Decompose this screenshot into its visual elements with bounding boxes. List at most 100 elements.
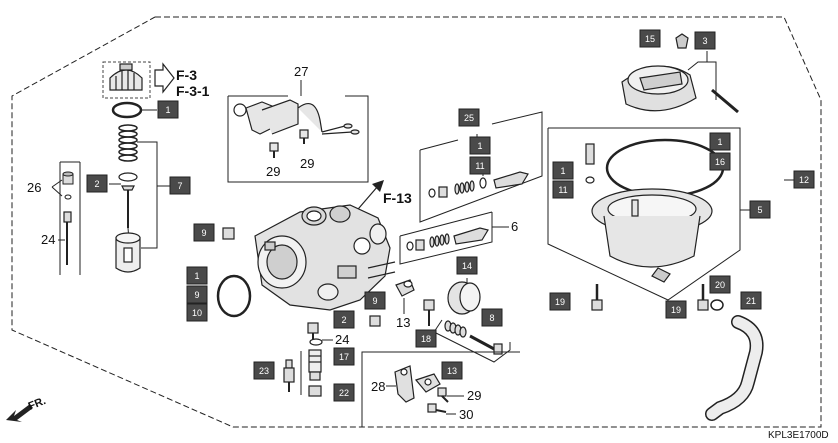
drain-part [283,359,295,392]
label-26: 26 [27,180,41,195]
callout-box-b1_jet [469,136,491,155]
front-label: FR. [27,395,48,413]
callout-box-b16 [709,152,731,171]
callout-box-b17 [333,347,355,366]
label-13: 13 [396,315,410,330]
callout-label-b12: 12 [799,175,809,185]
bracket-part [394,365,449,413]
callout-box-b20 [709,275,731,294]
callout-label-b18: 18 [421,334,431,344]
callout-label-b5: 5 [757,205,762,215]
float-valve-part [307,322,323,397]
cap-part [109,63,143,91]
callout-label-b13: 13 [447,366,457,376]
screw-19-right-part [697,284,709,311]
callout-box-b22 [333,383,355,402]
bowl-screw-part [585,143,595,184]
ref-f13: F-13 [383,190,412,206]
callout-box-b19_right [665,300,687,319]
callout-label-b1_top: 1 [165,105,170,115]
choke-cover-part [621,33,739,114]
callout-label-b2_mid: 2 [341,315,346,325]
label-24-left: 24 [41,232,55,247]
wire-harness-box [227,95,369,183]
callout-label-b25: 25 [464,113,474,123]
callout-box-b9_left [193,223,215,242]
float-bowl-box [547,127,741,301]
float-bowl-part [591,188,713,283]
callout-box-b9_right [364,291,386,310]
callout-box-b23 [253,361,275,380]
outer-boundary [11,16,822,428]
callout-box-b1_top [157,100,179,119]
label-29-c: 29 [467,388,481,403]
throttle-stop-part [395,279,415,297]
label-29-b: 29 [300,156,314,171]
callout-box-b7 [169,176,191,195]
screw-18-part [423,299,435,326]
callout-label-b20: 20 [715,280,725,290]
callout-box-b9_body [186,285,208,304]
callout-box-b14 [456,256,478,275]
callout-box-b2_mid [333,310,355,329]
callout-box-b19_left [549,292,571,311]
callout-label-b1_body: 1 [194,271,199,281]
callout-box-b11_bowl [552,180,574,199]
screw-26-part [62,171,74,200]
ref-f31: F-3-1 [176,83,210,99]
gasket-part [216,274,252,318]
callout-box-b8 [481,308,503,327]
callout-label-b9_right: 9 [372,296,377,306]
callout-label-b9_body: 9 [194,290,199,300]
nut-part [222,227,381,327]
callout-label-b15: 15 [645,34,655,44]
pilot-kit-part [406,227,489,251]
callout-box-b11_jet [469,156,491,175]
callout-box-b21 [740,291,762,310]
callout-label-b2_left: 2 [94,179,99,189]
callout-label-b17: 17 [339,352,349,362]
clip-part [710,299,724,311]
label-27: 27 [294,64,308,79]
label-28: 28 [371,379,385,394]
callout-label-b1_gasket: 1 [717,137,722,147]
callout-label-b7: 7 [177,181,182,191]
spring-part [118,124,138,162]
callout-box-b1_body [186,266,208,285]
callout-box-b13 [441,361,463,380]
bracket-box [361,351,520,427]
label-24-mid: 24 [335,332,349,347]
callout-box-b15 [639,29,661,48]
callout-box-b25 [458,108,480,127]
callout-box-b1_bowl [552,161,574,180]
callout-label-b1_jet: 1 [477,141,482,151]
front-arrow-icon [6,404,33,422]
pilot-screw-part [63,211,72,265]
callout-label-b16: 16 [715,157,725,167]
jet-kit-box [419,111,543,223]
washer-part [111,101,143,119]
callout-label-b19_left: 19 [555,297,565,307]
callout-box-b10 [186,303,208,322]
callout-box-b1_gasket [709,132,731,151]
callout-box-b2_left [86,174,108,193]
label-29-a: 29 [266,164,280,179]
screw-set-box [433,331,511,363]
jet-kit-part [428,171,529,198]
callout-label-b21: 21 [746,296,756,306]
bowl-gasket-part [605,138,725,198]
callout-label-b9_left: 9 [201,228,206,238]
piston-part [115,232,141,273]
ref-part-box [102,61,151,99]
callout-box-b5 [749,200,771,219]
callout-label-b3: 3 [702,36,707,46]
carburetor-body [254,204,396,311]
callout-label-b1_bowl: 1 [560,166,565,176]
diagram-code: KPL3E1700D [768,430,829,441]
callout-label-b11_bowl: 11 [558,185,567,195]
label-6: 6 [511,219,518,234]
callout-label-b10: 10 [192,308,202,318]
label-30: 30 [459,407,473,422]
screw-19-left-part [591,284,603,311]
callout-label-b8: 8 [489,313,494,323]
